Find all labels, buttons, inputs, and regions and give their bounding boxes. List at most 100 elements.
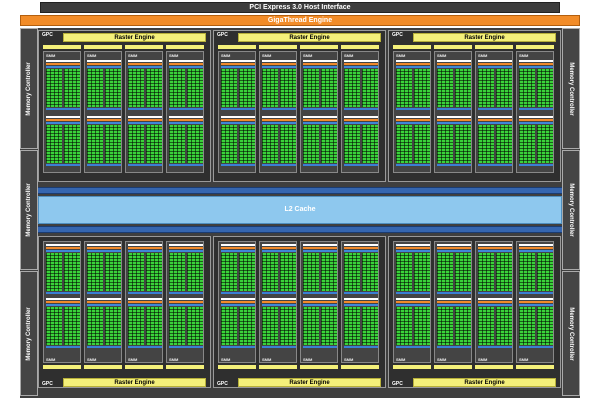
cuda-core-array [105, 307, 121, 345]
cuda-core-array [87, 253, 103, 291]
smm-warp-scheduler [169, 63, 203, 65]
smm-instruction-cache [303, 244, 337, 246]
smm-register-file [221, 304, 255, 306]
smm-instruction-cache [169, 298, 203, 300]
smm-warp-scheduler [262, 301, 296, 303]
raster-engine: Raster Engine [238, 33, 381, 42]
cuda-core-array [537, 253, 553, 291]
smm-load-store-units [87, 108, 121, 110]
smm-instruction-cache [519, 116, 553, 118]
raster-engine: Raster Engine [63, 33, 206, 42]
smm-warp-scheduler [46, 301, 80, 303]
smm-register-file [169, 66, 203, 68]
cuda-core-array [280, 125, 296, 163]
smm-warp-scheduler [437, 247, 471, 249]
smm-warp-scheduler [519, 247, 553, 249]
smm-instruction-cache [221, 116, 255, 118]
cuda-core-array [519, 125, 535, 163]
cuda-core-array [64, 253, 80, 291]
cuda-core-array [519, 69, 535, 107]
smm-load-store-units [46, 164, 80, 166]
smm-warp-scheduler [519, 63, 553, 65]
smm-label: SMM [169, 357, 179, 362]
smm-warp-scheduler [303, 119, 337, 121]
polymorph-engine [341, 365, 379, 369]
memory-controller-label: Memory Controller [26, 306, 32, 361]
smm-register-file [478, 122, 512, 124]
smm-load-store-units [396, 292, 430, 294]
cuda-core-array [455, 253, 471, 291]
smm-instruction-cache [303, 116, 337, 118]
smm: SMM [166, 241, 204, 363]
smm-instruction-cache [169, 116, 203, 118]
cuda-core-array [64, 307, 80, 345]
smm-register-file [169, 304, 203, 306]
smm-instruction-cache [128, 116, 162, 118]
cuda-core-array [478, 125, 494, 163]
smm-label: SMM [46, 357, 56, 362]
smm-load-store-units [344, 108, 378, 110]
smm-instruction-cache [519, 244, 553, 246]
smm-instruction-cache [344, 60, 378, 62]
smm-label: SMM [262, 357, 272, 362]
smm: SMM [84, 51, 122, 173]
smm-label: SMM [128, 357, 138, 362]
smm-instruction-cache [303, 60, 337, 62]
smm-warp-scheduler [478, 247, 512, 249]
smm-load-store-units [519, 292, 553, 294]
smm-instruction-cache [262, 244, 296, 246]
smm-warp-scheduler [221, 119, 255, 121]
memory-controller-left-3: Memory Controller [20, 271, 38, 396]
cuda-core-array [64, 125, 80, 163]
cuda-core-array [221, 69, 237, 107]
cuda-core-array [362, 307, 378, 345]
cuda-core-array [87, 125, 103, 163]
smm-load-store-units [396, 164, 430, 166]
smm-warp-scheduler [303, 301, 337, 303]
smm-register-file [437, 250, 471, 252]
smm-warp-scheduler [87, 301, 121, 303]
cuda-core-array [280, 253, 296, 291]
smm-instruction-cache [46, 244, 80, 246]
polymorph-engine [125, 45, 163, 49]
smm: SMM [300, 51, 338, 173]
smm-register-file [262, 122, 296, 124]
smm-instruction-cache [478, 298, 512, 300]
smm: SMM [259, 241, 297, 363]
polymorph-engine [516, 45, 554, 49]
cuda-core-array [455, 307, 471, 345]
smm-load-store-units [478, 108, 512, 110]
cuda-core-array [187, 307, 203, 345]
smm-warp-scheduler [262, 119, 296, 121]
cuda-core-array [87, 69, 103, 107]
smm-register-file [221, 250, 255, 252]
polymorph-engine [259, 365, 297, 369]
cuda-core-array [187, 125, 203, 163]
polymorph-engine [475, 365, 513, 369]
smm-load-store-units [46, 292, 80, 294]
crossbar-bottom [38, 226, 562, 233]
smm-warp-scheduler [478, 63, 512, 65]
smm-label: SMM [262, 53, 272, 58]
smm-instruction-cache [87, 244, 121, 246]
cuda-core-array [128, 253, 144, 291]
smm-instruction-cache [396, 60, 430, 62]
smm-register-file [478, 66, 512, 68]
smm-register-file [262, 250, 296, 252]
polymorph-engine [300, 365, 338, 369]
smm: SMM [166, 51, 204, 173]
smm-load-store-units [519, 164, 553, 166]
smm-register-file [519, 122, 553, 124]
cuda-core-array [396, 69, 412, 107]
cuda-core-array [303, 69, 319, 107]
smm-label: SMM [221, 357, 231, 362]
smm-label: SMM [396, 53, 406, 58]
cuda-core-array [146, 307, 162, 345]
cuda-core-array [187, 69, 203, 107]
raster-engine: Raster Engine [63, 378, 206, 387]
smm-load-store-units [262, 346, 296, 348]
polymorph-engine [84, 45, 122, 49]
smm-register-file [128, 66, 162, 68]
